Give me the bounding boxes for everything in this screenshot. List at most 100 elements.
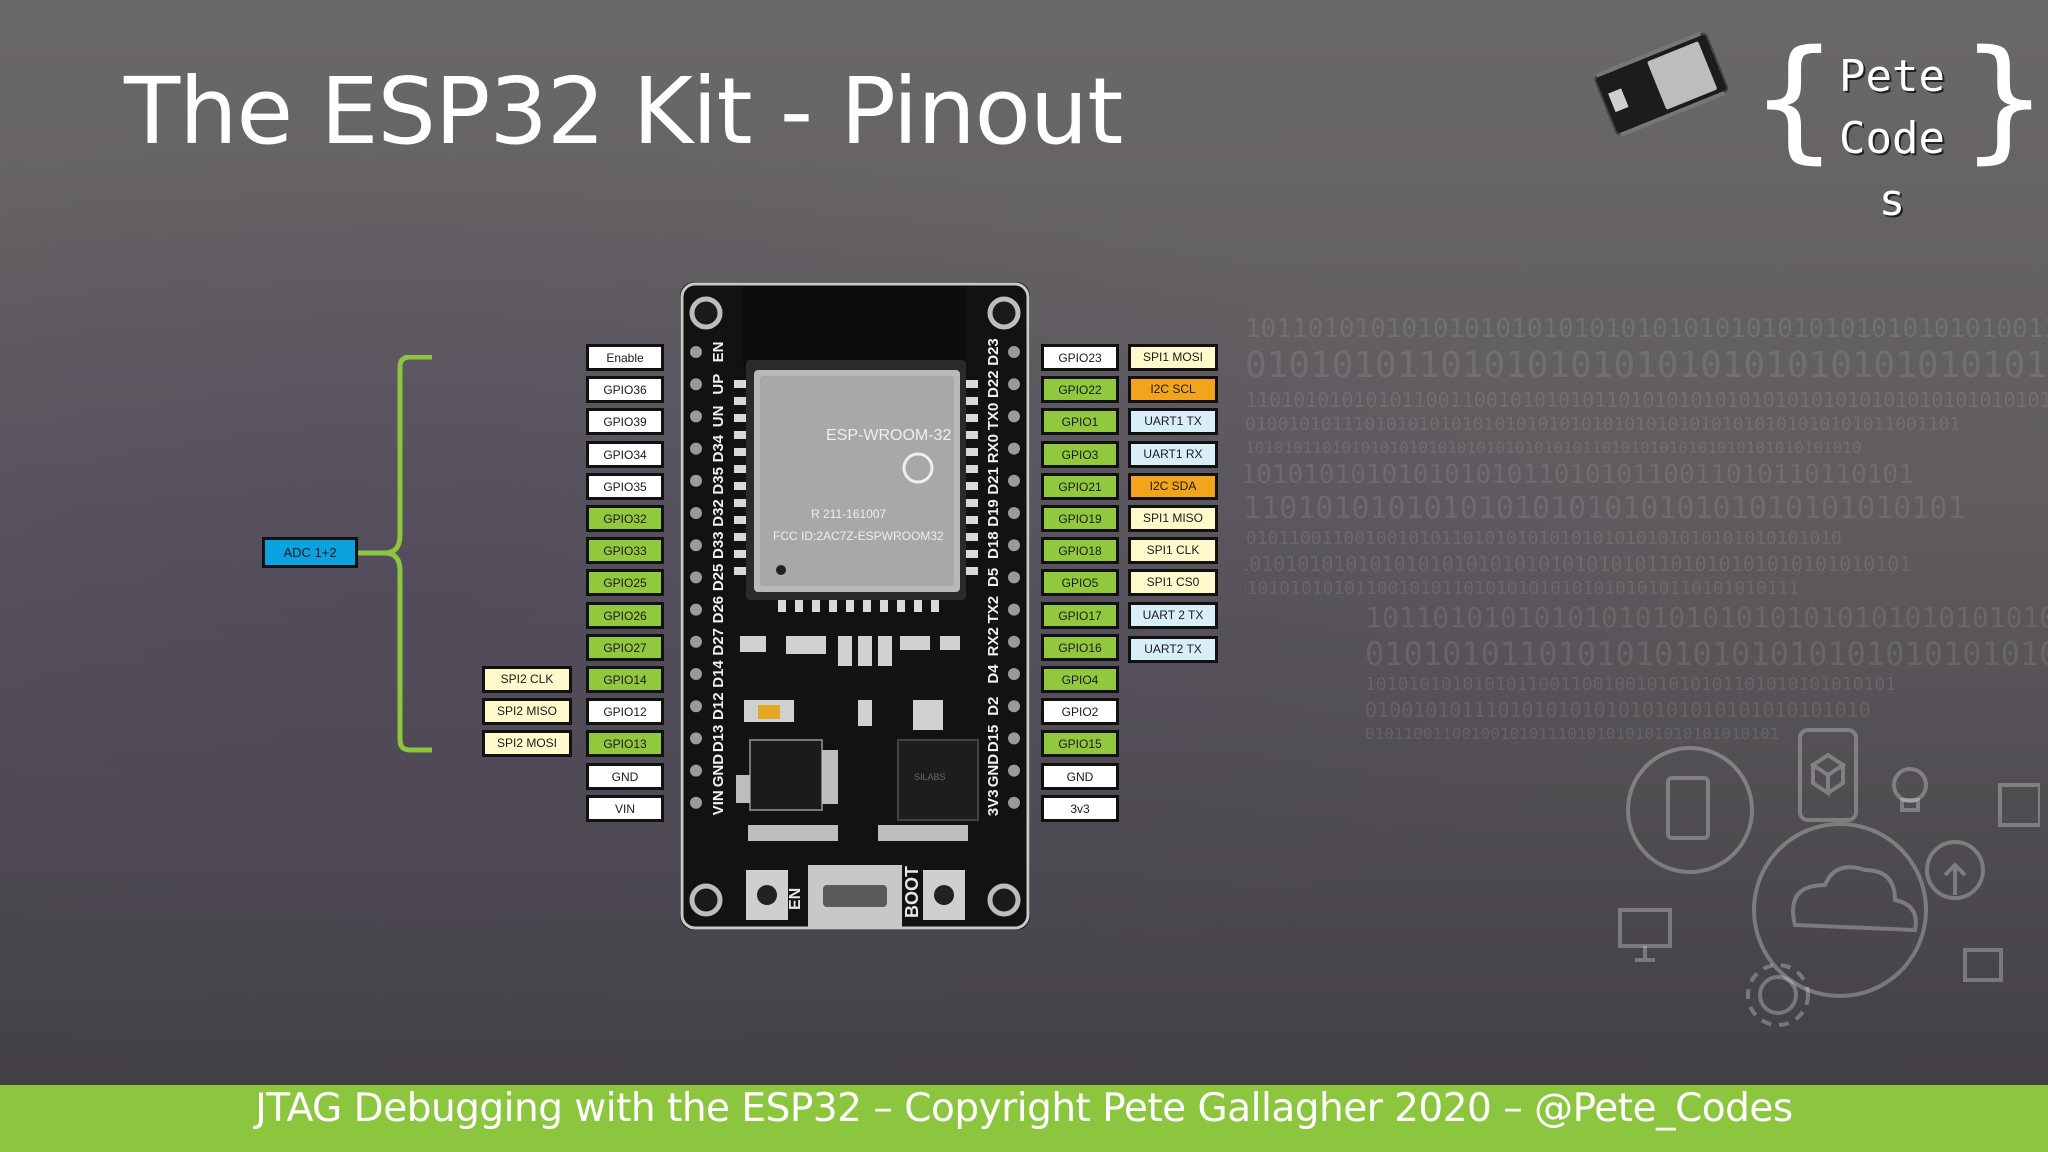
binary-line: 1011010101010101010101010101010101010101… (1365, 601, 2048, 634)
header-pin (1008, 378, 1020, 391)
right-silkscreen-label: D18 (985, 531, 1002, 559)
svg-text:SILABS: SILABS (914, 772, 946, 782)
right-pin-label: GPIO16 (1041, 633, 1119, 661)
header-pin (1008, 474, 1020, 487)
header-pin (690, 539, 702, 552)
en-label: EN (787, 888, 804, 910)
right-pin-label: GPIO23 (1041, 344, 1119, 371)
footer-text: JTAG Debugging with the ESP32 – Copyrigh… (255, 1086, 1793, 1131)
right-function-label: SPI1 MOSI (1128, 344, 1218, 371)
left-silkscreen-label: UN (710, 406, 727, 428)
left-pin-label: GPIO26 (586, 601, 664, 629)
right-pin-label: GPIO18 (1041, 537, 1119, 565)
binary-line: 0100101011101010101010101010101010101010… (1365, 698, 1871, 722)
header-pin (690, 474, 702, 487)
left-pin-label: GPIO36 (586, 376, 664, 404)
binary-pattern: 1011010101010101010101010101010101010101… (1245, 310, 2048, 950)
right-function-label: I2C SCL (1128, 376, 1218, 404)
svg-text:FCC ID:2AC7Z-ESPWROOM32: FCC ID:2AC7Z-ESPWROOM32 (773, 529, 944, 543)
footer-bar (0, 1085, 2048, 1152)
header-pin (1008, 635, 1020, 648)
left-pin-label: GPIO14 (586, 666, 664, 693)
header-pin (690, 603, 702, 616)
left-silkscreen-label: D14 (710, 660, 727, 688)
right-pin-label: GPIO2 (1041, 698, 1119, 726)
right-silkscreen-label: D21 (985, 467, 1002, 495)
logo-brace-left: { (1752, 22, 1837, 177)
binary-line: 0101010101010101010110101011001101011011… (1245, 460, 1914, 490)
binary-line: 1010101010101100101011010101010101010101… (1245, 578, 1800, 599)
right-pin-label: GND (1041, 762, 1119, 790)
header-pin (1008, 700, 1020, 713)
binary-line: 1010110011001001010110101010101010101010… (1245, 528, 1842, 549)
left-pin-label: GPIO32 (586, 505, 664, 532)
left-pin-label: GPIO13 (586, 730, 664, 758)
binary-line: 1010101101010101010101010101010101011010… (1245, 438, 1862, 457)
left-silkscreen-label: D25 (710, 564, 727, 592)
header-pin (1008, 346, 1020, 358)
header-pin (1008, 603, 1020, 616)
slide-title: The ESP32 Kit - Pinout (124, 58, 1123, 165)
left-function-label: SPI2 CLK (482, 666, 572, 693)
esp32-devkit-board: ESP-WROOM-32 R 211-161007 FCC ID:2AC7Z-E… (680, 282, 1030, 930)
left-pin-label: GPIO27 (586, 633, 664, 661)
binary-line: 1010101010101011001100100101010101101010… (1365, 674, 1897, 695)
header-pin (690, 410, 702, 423)
right-function-label: SPI1 CS0 (1128, 569, 1218, 597)
right-function-label: UART1 RX (1128, 440, 1218, 468)
boot-label: BOOT (902, 866, 922, 918)
left-silkscreen-label: D27 (710, 628, 727, 656)
right-function-label: UART1 TX (1128, 408, 1218, 436)
right-silkscreen-label: D4 (985, 664, 1002, 684)
logo-line-2: Code (1839, 113, 1945, 164)
right-silkscreen-label: D19 (985, 499, 1002, 527)
right-silkscreen-label: 3V3 (985, 789, 1002, 816)
right-silkscreen-label: D5 (985, 568, 1002, 587)
right-silkscreen-label: RX0 (985, 434, 1002, 463)
right-silkscreen-label: TX2 (985, 596, 1002, 624)
header-pin (690, 764, 702, 777)
left-silkscreen-label: UP (710, 374, 727, 395)
binary-line: 1101010101010110011001010101011010101010… (1245, 388, 2048, 412)
right-pin-label: GPIO21 (1041, 472, 1119, 500)
right-pin-label: 3v3 (1041, 794, 1119, 822)
right-silkscreen-label: D23 (985, 338, 1002, 366)
left-silkscreen-label: GND (710, 754, 727, 788)
right-function-label: SPI1 MISO (1128, 505, 1218, 532)
header-pin (1008, 796, 1020, 809)
right-function-label: UART 2 TX (1128, 601, 1218, 629)
left-pin-label: GPIO35 (586, 472, 664, 500)
binary-line: 0110101010101010101010101010101010101010… (1245, 491, 1966, 526)
header-pin (1008, 732, 1020, 745)
left-pin-label: GPIO12 (586, 698, 664, 726)
adc-label: ADC 1+2 (262, 537, 358, 568)
left-silkscreen-label: EN (710, 342, 727, 363)
right-pin-label: GPIO19 (1041, 505, 1119, 532)
header-pin (690, 442, 702, 455)
left-silkscreen-label: D34 (710, 434, 727, 462)
header-pin (690, 668, 702, 680)
header-pin (690, 507, 702, 519)
tech-icons-decoration (1618, 728, 2040, 1027)
right-pin-label: GPIO22 (1041, 376, 1119, 404)
right-function-label: I2C SDA (1128, 472, 1218, 500)
left-silkscreen-label: D26 (710, 596, 727, 624)
header-pin (1008, 410, 1020, 423)
right-pin-label: GPIO1 (1041, 408, 1119, 436)
binary-line: 0101010110101010101010101010101010101010… (1245, 345, 2048, 386)
right-silkscreen-label: GND (985, 754, 1002, 788)
left-pin-label: GPIO25 (586, 569, 664, 597)
header-pin (1008, 442, 1020, 455)
left-silkscreen-label: VIN (710, 790, 727, 815)
svg-text:R 211-161007: R 211-161007 (811, 507, 886, 521)
right-function-label: UART2 TX (1128, 635, 1218, 663)
right-function-label: SPI1 CLK (1128, 537, 1218, 565)
right-silkscreen-label: D2 (985, 697, 1002, 716)
left-function-label: SPI2 MOSI (482, 730, 572, 758)
header-pin (690, 346, 702, 358)
header-pin (690, 635, 702, 648)
right-silkscreen-label: D15 (985, 725, 1002, 753)
logo-line-3: s (1878, 175, 1906, 226)
right-pin-label: GPIO3 (1041, 440, 1119, 468)
module-name: ESP-WROOM-32 (826, 427, 951, 444)
